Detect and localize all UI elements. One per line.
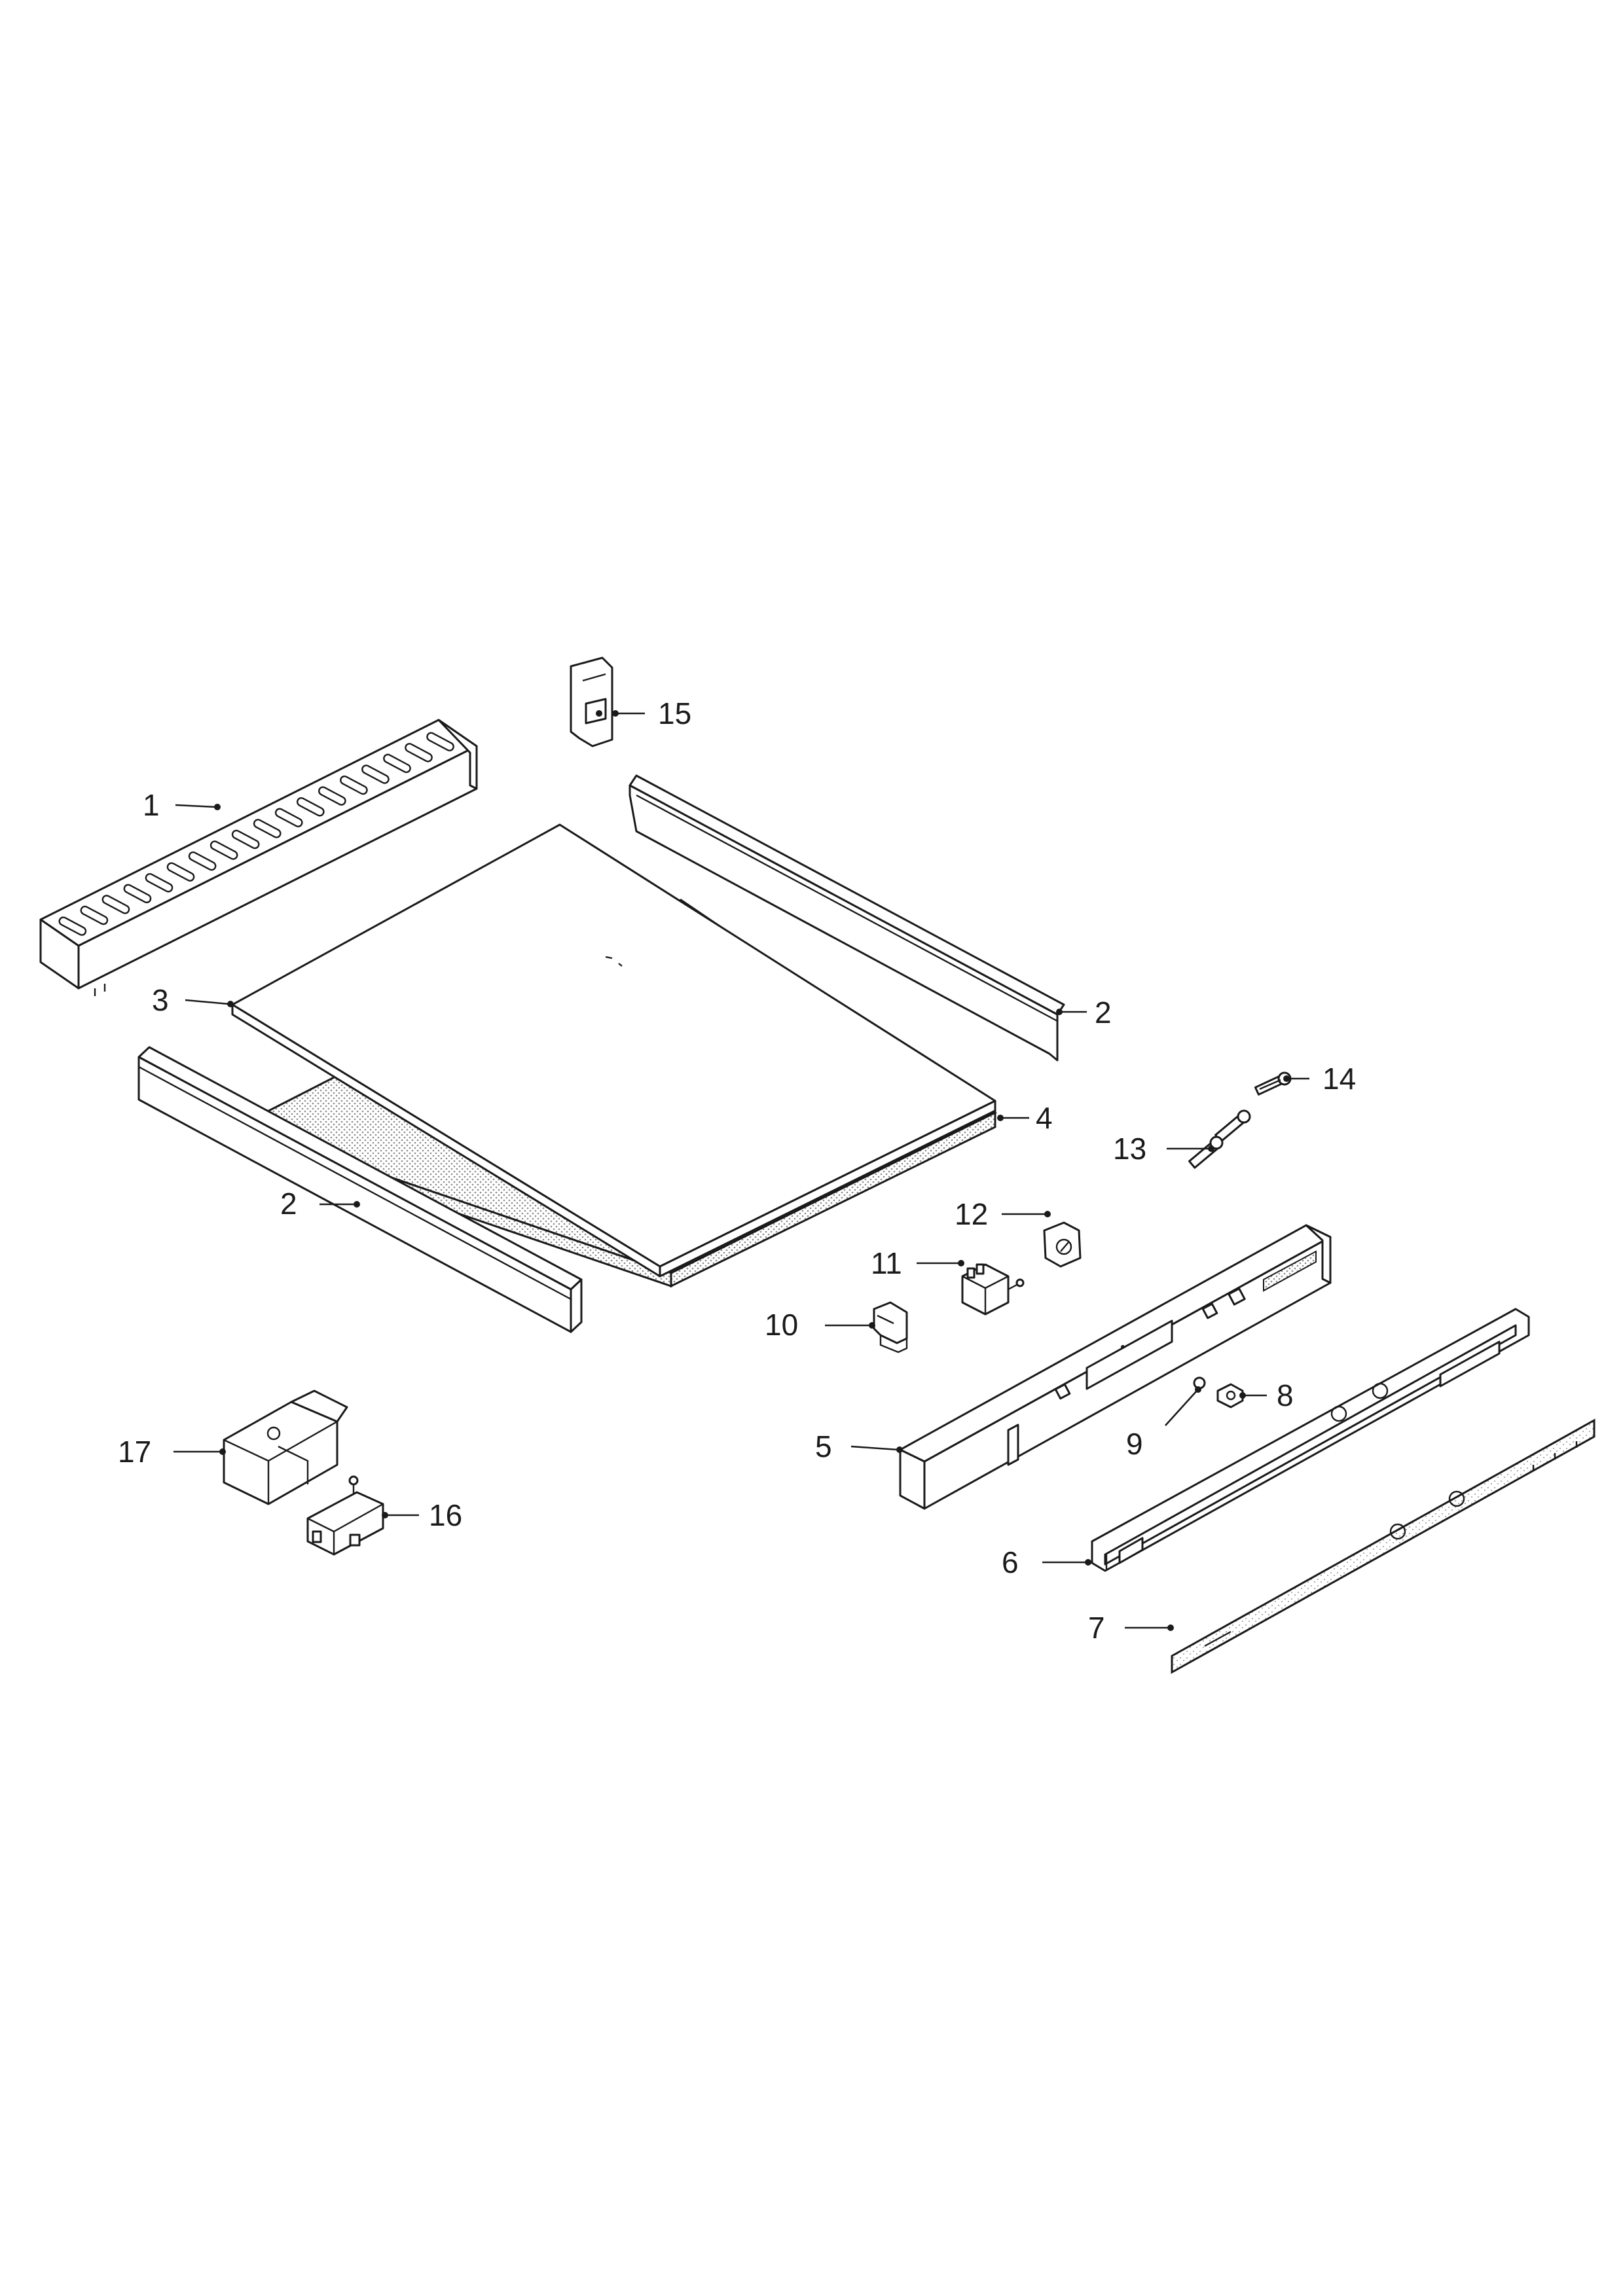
part-8-clip-nut bbox=[1216, 1383, 1244, 1408]
grille-slot bbox=[101, 895, 130, 914]
callout-13: 13 bbox=[1113, 1132, 1214, 1166]
grille-slot bbox=[231, 829, 260, 850]
grille-slot bbox=[296, 797, 325, 817]
grille-slot bbox=[274, 808, 303, 828]
grille-slot bbox=[80, 905, 109, 925]
part-7-decor-strip bbox=[1171, 1418, 1596, 1674]
part-6-front-trim bbox=[1091, 1308, 1530, 1572]
callout-6: 6 bbox=[1002, 1545, 1091, 1579]
part-16-micro-switch bbox=[306, 1475, 384, 1556]
label-11: 11 bbox=[871, 1246, 902, 1280]
label-15: 15 bbox=[658, 696, 691, 730]
label-10: 10 bbox=[765, 1308, 798, 1342]
grille-slot bbox=[166, 862, 195, 882]
label-2-left: 2 bbox=[280, 1187, 297, 1221]
callout-2-right: 2 bbox=[1056, 996, 1112, 1030]
part-12-knob bbox=[1043, 1221, 1082, 1268]
grille-slot bbox=[210, 840, 238, 860]
label-7: 7 bbox=[1088, 1611, 1105, 1645]
label-6: 6 bbox=[1002, 1545, 1019, 1579]
grille-slot bbox=[123, 884, 152, 904]
callout-9: 9 bbox=[1126, 1386, 1201, 1461]
part-17-switch-housing bbox=[223, 1390, 348, 1505]
part-15-clip bbox=[570, 656, 613, 747]
callout-7: 7 bbox=[1088, 1611, 1174, 1645]
part-2-side-rail-left bbox=[137, 1046, 583, 1333]
grille-slot bbox=[340, 775, 368, 795]
grille-slot bbox=[405, 743, 433, 762]
label-14: 14 bbox=[1322, 1062, 1356, 1096]
callout-17: 17 bbox=[118, 1435, 226, 1469]
grille-slot bbox=[383, 753, 411, 774]
label-13: 13 bbox=[1113, 1132, 1146, 1166]
label-17: 17 bbox=[118, 1435, 151, 1469]
callout-11: 11 bbox=[871, 1246, 964, 1280]
grille-slot bbox=[361, 764, 390, 784]
label-9: 9 bbox=[1126, 1427, 1143, 1461]
callout-2-left: 2 bbox=[280, 1187, 360, 1221]
callout-4: 4 bbox=[997, 1101, 1053, 1135]
label-4: 4 bbox=[1036, 1101, 1053, 1135]
part-1-slotted-grille bbox=[39, 719, 478, 996]
callout-12: 12 bbox=[955, 1197, 1051, 1231]
callout-14: 14 bbox=[1283, 1062, 1356, 1096]
label-1: 1 bbox=[143, 788, 160, 822]
callout-15: 15 bbox=[612, 696, 691, 730]
grille-slot bbox=[58, 916, 87, 936]
part-11-thermostat bbox=[961, 1263, 1025, 1316]
label-5: 5 bbox=[815, 1429, 832, 1463]
part-13-screws bbox=[1188, 1109, 1251, 1169]
callout-1: 1 bbox=[143, 788, 221, 822]
part-2-side-rail-right bbox=[629, 774, 1065, 1062]
label-3: 3 bbox=[152, 983, 169, 1017]
part-10-bracket bbox=[873, 1301, 908, 1354]
callout-8: 8 bbox=[1239, 1378, 1294, 1412]
callout-3: 3 bbox=[152, 983, 234, 1017]
label-2-right: 2 bbox=[1095, 996, 1112, 1030]
label-8: 8 bbox=[1277, 1378, 1294, 1412]
grille-slot bbox=[188, 851, 217, 871]
callout-5: 5 bbox=[815, 1429, 903, 1463]
label-12: 12 bbox=[955, 1197, 988, 1231]
label-16: 16 bbox=[429, 1498, 462, 1532]
grille-slot bbox=[253, 819, 282, 838]
grille-slot bbox=[426, 732, 454, 751]
grille-slot bbox=[318, 786, 346, 806]
callout-16: 16 bbox=[382, 1498, 462, 1532]
part-5-control-panel bbox=[899, 1224, 1332, 1510]
grille-slot bbox=[145, 873, 173, 893]
part-3-top-panel bbox=[231, 823, 996, 1278]
callout-10: 10 bbox=[765, 1308, 875, 1342]
